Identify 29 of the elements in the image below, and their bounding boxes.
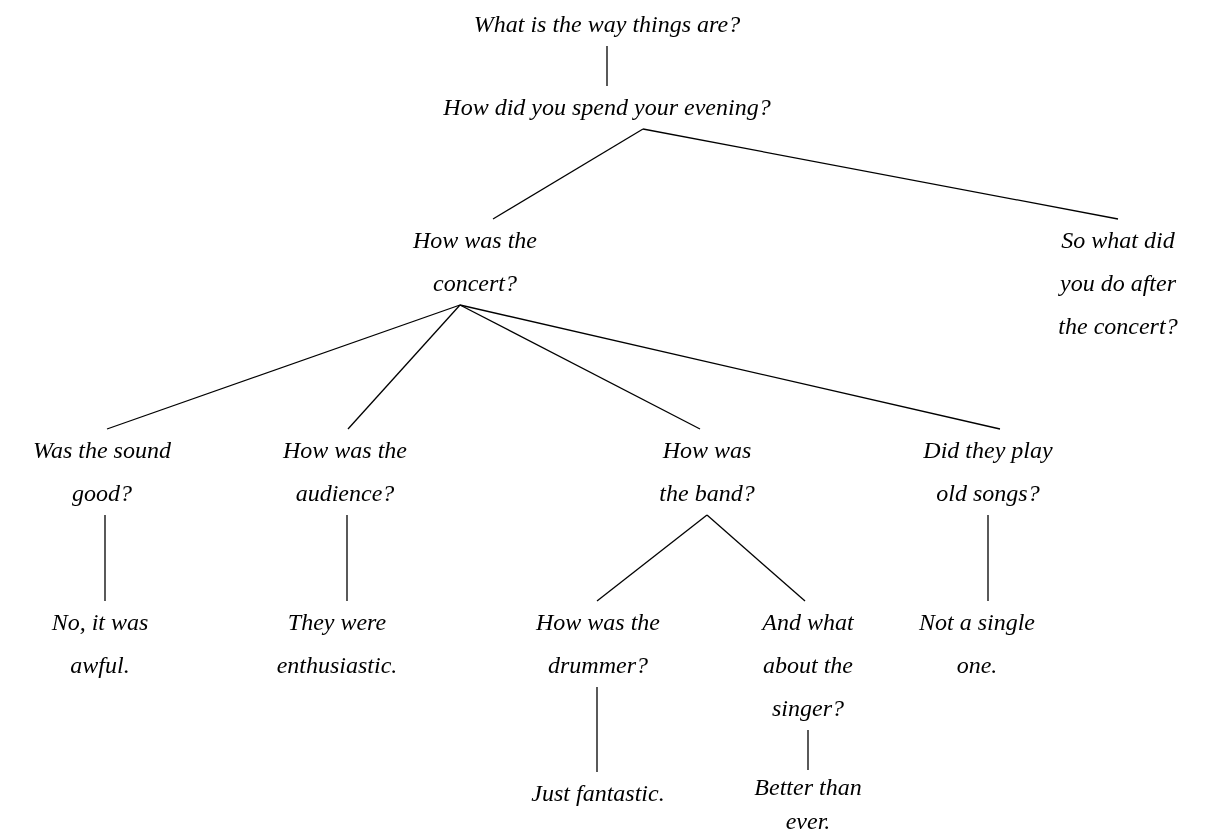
tree-branch-line	[596, 686, 598, 773]
question-text: So what did you do after the concert?	[1057, 226, 1179, 341]
tree-branch-line	[347, 304, 461, 430]
question-text: Was the sound good?	[32, 436, 172, 508]
question-text: Just fantastic.	[531, 779, 665, 808]
tree-branch-line	[106, 304, 461, 430]
question-text: Did they play old songs?	[922, 436, 1054, 508]
tree-branch-line	[596, 514, 708, 602]
tree-branch-line	[459, 304, 701, 430]
tree-branch-line	[492, 128, 644, 220]
question-text: They were enthusiastic.	[275, 608, 399, 680]
question-text: How did you spend your evening?	[443, 93, 771, 122]
tree-branch-line	[104, 514, 106, 602]
question-text: No, it was awful.	[50, 608, 150, 680]
tree-branch-line	[459, 304, 1001, 430]
question-text: What is the way things are?	[473, 10, 741, 39]
tree-branch-line	[987, 514, 989, 602]
tree-branch-line	[706, 514, 806, 602]
tree-branch-line	[642, 128, 1119, 220]
question-text: How was the concert?	[412, 226, 538, 298]
tree-branch-line	[606, 45, 608, 87]
question-text: How was the band?	[658, 436, 756, 508]
question-text: Not a single one.	[918, 608, 1036, 680]
question-text: How was the drummer?	[535, 608, 661, 680]
tree-branch-line	[346, 514, 348, 602]
question-text: And what about the singer?	[760, 608, 855, 723]
question-text: Better than ever.	[753, 773, 863, 836]
question-text: How was the audience?	[282, 436, 408, 508]
tree-branch-line	[807, 729, 809, 771]
